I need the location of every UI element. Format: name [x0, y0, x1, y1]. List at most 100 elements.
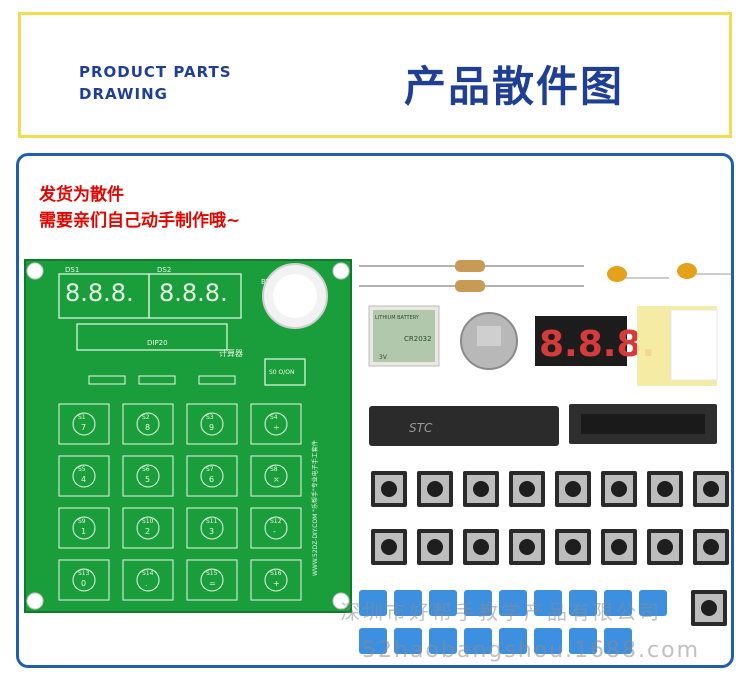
- svg-text:S11: S11: [206, 518, 218, 525]
- key-cap: [534, 628, 562, 654]
- battery-brand: LITHIUM BATTERY: [375, 315, 420, 321]
- svg-text:S2: S2: [142, 414, 150, 421]
- svg-text:+: +: [273, 579, 280, 588]
- svg-text:5: 5: [145, 475, 150, 484]
- svg-text:S10: S10: [142, 518, 154, 525]
- svg-text:S7: S7: [206, 466, 214, 473]
- svg-text:S14: S14: [142, 570, 154, 577]
- tactile-switch: [647, 529, 683, 565]
- svg-text:×: ×: [273, 475, 280, 484]
- tactile-switch: [371, 529, 407, 565]
- battery-holder: [460, 312, 518, 370]
- key-cap: [429, 628, 457, 654]
- svg-text:=: =: [209, 579, 216, 588]
- notice-line2: 需要亲们自己动手制作哦~: [39, 211, 241, 231]
- svg-text:-: -: [273, 527, 276, 536]
- svg-text:9: 9: [209, 423, 214, 432]
- pcb-label-dip: DIP20: [147, 339, 168, 347]
- svg-text:2: 2: [145, 527, 150, 536]
- header-title-en-line1: PRODUCT PARTS: [79, 63, 232, 81]
- header-banner: PRODUCT PARTS DRAWING 产品散件图: [18, 12, 732, 138]
- key-cap: [359, 628, 387, 654]
- pcb-digit-outline-2: 8.8.8.: [159, 279, 228, 307]
- pcb-key-16: S16 +: [250, 559, 302, 601]
- key-cap: [464, 628, 492, 654]
- svg-text:1: 1: [81, 527, 86, 536]
- pcb-key-5: S54: [58, 455, 110, 497]
- svg-text:S5: S5: [78, 466, 86, 473]
- product-photo: 8.8.8. 8.8.8. DS1 DS2 BT1 DIP20 计算器 S0 O…: [24, 259, 731, 654]
- tactile-switches: [371, 471, 729, 626]
- key-cap: [569, 590, 597, 616]
- key-cap: [464, 590, 492, 616]
- header-title-en: PRODUCT PARTS DRAWING: [79, 61, 232, 105]
- tactile-switch: [371, 471, 407, 507]
- pcb-label-ds1: DS1: [65, 266, 79, 274]
- tactile-switch: [693, 471, 729, 507]
- tactile-switch: [601, 529, 637, 565]
- display-digits: 8.8.8.: [539, 324, 655, 365]
- foam-tape: [637, 306, 718, 386]
- svg-text:0: 0: [81, 579, 86, 588]
- tactile-switch-extra: [691, 590, 727, 626]
- seven-segment-display: 8.8.8.: [535, 316, 655, 366]
- header-title-en-line2: DRAWING: [79, 85, 168, 103]
- svg-text:3: 3: [209, 527, 214, 536]
- pcb-digit-outline: 8.8.8.: [65, 279, 134, 307]
- svg-text:S12: S12: [270, 518, 282, 525]
- svg-text:6: 6: [209, 475, 214, 484]
- key-cap: [569, 628, 597, 654]
- pcb-board: 8.8.8. 8.8.8. DS1 DS2 BT1 DIP20 计算器 S0 O…: [24, 259, 352, 613]
- svg-text:S16: S16: [270, 570, 282, 577]
- header-title-cn: 产品散件图: [404, 62, 625, 111]
- svg-text:S6: S6: [142, 466, 150, 473]
- tactile-switch: [555, 471, 591, 507]
- tactile-switch: [417, 471, 453, 507]
- svg-text:S8: S8: [270, 466, 278, 473]
- battery-model: CR2032: [404, 335, 432, 343]
- pcb-key-3: S39: [186, 403, 238, 445]
- svg-text:.: .: [145, 579, 148, 588]
- notice-line1: 发货为散件: [39, 185, 124, 205]
- pcb-label-calc: 计算器: [219, 348, 243, 358]
- tactile-switch: [647, 471, 683, 507]
- pcb-key-12: S12 -: [250, 507, 302, 549]
- key-cap: [604, 628, 632, 654]
- tactile-switch: [463, 529, 499, 565]
- key-cap: [359, 590, 387, 616]
- tactile-switch: [417, 529, 453, 565]
- svg-text:S9: S9: [78, 518, 86, 525]
- key-caps: [359, 590, 667, 654]
- pcb-key-8: S8 ×: [250, 455, 302, 497]
- watermark-company: 深圳市好帮手教学产品有限公司: [340, 600, 662, 624]
- key-cap: [639, 590, 667, 616]
- ic-socket: [569, 404, 717, 444]
- battery-volt: 3V: [379, 354, 388, 361]
- pcb-label-on: S0 O/ON: [269, 369, 295, 376]
- pcb-key-9: S91: [58, 507, 110, 549]
- pcb-label-bt: BT1: [261, 278, 275, 286]
- key-cap: [534, 590, 562, 616]
- key-cap: [604, 590, 632, 616]
- capacitor-parts: [607, 263, 731, 282]
- svg-text:7: 7: [81, 423, 86, 432]
- tactile-switch: [693, 529, 729, 565]
- pcb-key-6: S65: [122, 455, 174, 497]
- pcb-key-grid: S17S28S39S4÷S54S65S76S8×S91S102S113S12-S…: [58, 403, 302, 601]
- svg-text:S1: S1: [78, 414, 86, 421]
- tactile-switch: [601, 471, 637, 507]
- key-cap: [429, 590, 457, 616]
- pcb-key-4: S4 ÷: [250, 403, 302, 445]
- svg-text:÷: ÷: [273, 423, 280, 432]
- tactile-switch: [509, 529, 545, 565]
- svg-text:S3: S3: [206, 414, 214, 421]
- tactile-switch: [509, 471, 545, 507]
- svg-text:8: 8: [145, 423, 150, 432]
- tactile-switch: [555, 529, 591, 565]
- pcb-key-7: S76: [186, 455, 238, 497]
- cr2032-battery: LITHIUM BATTERY CR2032 3V: [368, 305, 440, 367]
- pcb-label-side: WWW.52DZ-DIY.COM "乐帮手"专业电子手工套件: [311, 440, 319, 576]
- svg-text:S4: S4: [270, 414, 278, 421]
